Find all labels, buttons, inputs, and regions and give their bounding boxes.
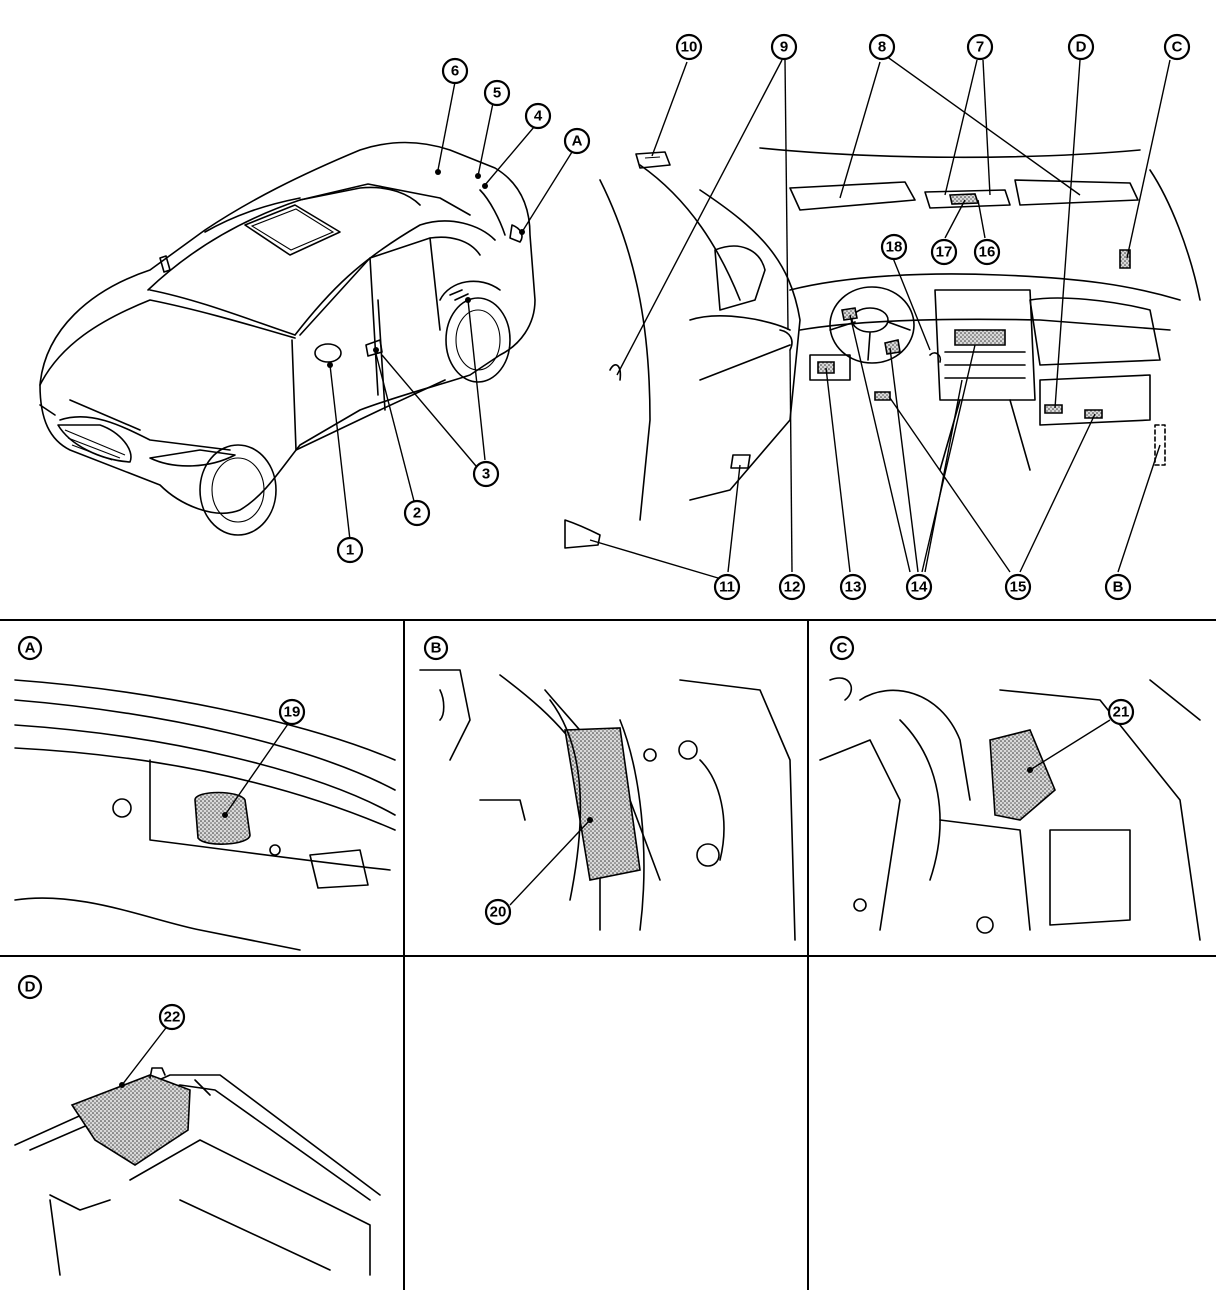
callout-19: 19 xyxy=(278,698,306,726)
svg-text:21: 21 xyxy=(1113,704,1130,721)
svg-text:15: 15 xyxy=(1010,579,1027,596)
panel-label-b: B xyxy=(423,635,449,661)
callout-8: 8 xyxy=(868,33,896,61)
callout-18: 18 xyxy=(880,233,908,261)
svg-text:B: B xyxy=(1113,579,1124,596)
svg-text:5: 5 xyxy=(493,85,501,102)
svg-text:A: A xyxy=(25,640,36,657)
svg-text:2: 2 xyxy=(413,505,421,522)
svg-text:22: 22 xyxy=(164,1009,181,1026)
svg-text:14: 14 xyxy=(911,579,928,596)
svg-text:A: A xyxy=(572,133,583,150)
callout-12: 12 xyxy=(778,573,806,601)
svg-text:C: C xyxy=(1172,39,1183,56)
vehicle-interior-illustration xyxy=(564,55,1201,579)
svg-text:D: D xyxy=(1076,39,1087,56)
callout-13: 13 xyxy=(839,573,867,601)
svg-text:11: 11 xyxy=(719,579,735,596)
callout-22: 22 xyxy=(158,1003,186,1031)
svg-text:17: 17 xyxy=(936,244,953,261)
callout-3: 3 xyxy=(472,460,500,488)
vehicle-exterior-illustration xyxy=(39,81,573,541)
panel-grid xyxy=(0,619,1216,1290)
callout-B: B xyxy=(1104,573,1132,601)
callout-7: 7 xyxy=(966,33,994,61)
svg-text:1: 1 xyxy=(346,542,354,559)
callout-20: 20 xyxy=(484,898,512,926)
callout-16: 16 xyxy=(973,238,1001,266)
svg-text:7: 7 xyxy=(976,39,984,56)
callout-4: 4 xyxy=(524,102,552,130)
callout-C: C xyxy=(1163,33,1191,61)
panel-label-c: C xyxy=(829,635,855,661)
callout-21: 21 xyxy=(1107,698,1135,726)
callout-D: D xyxy=(1067,33,1095,61)
svg-text:19: 19 xyxy=(284,704,301,721)
svg-text:13: 13 xyxy=(845,579,862,596)
callout-9: 9 xyxy=(770,33,798,61)
callout-10: 10 xyxy=(675,33,703,61)
callout-14: 14 xyxy=(905,573,933,601)
detail-b-illustration xyxy=(419,669,796,941)
callout-2: 2 xyxy=(403,499,431,527)
callout-15: 15 xyxy=(1004,573,1032,601)
svg-text:4: 4 xyxy=(534,108,543,125)
svg-text:C: C xyxy=(837,640,848,657)
panel-label-a: A xyxy=(17,635,43,661)
detail-a-illustration xyxy=(14,679,396,951)
svg-text:10: 10 xyxy=(681,39,698,56)
detail-d-illustration xyxy=(14,1019,381,1276)
callout-11: 11 xyxy=(713,573,741,601)
svg-text:8: 8 xyxy=(878,39,886,56)
svg-text:6: 6 xyxy=(451,63,459,80)
callout-6: 6 xyxy=(441,57,469,85)
svg-text:B: B xyxy=(431,640,442,657)
callout-A: A xyxy=(563,127,591,155)
callout-1: 1 xyxy=(336,536,364,564)
svg-text:12: 12 xyxy=(784,579,801,596)
svg-text:16: 16 xyxy=(979,244,996,261)
svg-text:20: 20 xyxy=(490,904,507,921)
svg-text:18: 18 xyxy=(886,239,903,256)
callout-17: 17 xyxy=(930,238,958,266)
svg-text:9: 9 xyxy=(780,39,788,56)
svg-text:3: 3 xyxy=(482,466,490,483)
detail-c-illustration xyxy=(819,677,1201,941)
callout-5: 5 xyxy=(483,79,511,107)
svg-text:D: D xyxy=(25,979,36,996)
panel-label-d: D xyxy=(17,974,43,1000)
